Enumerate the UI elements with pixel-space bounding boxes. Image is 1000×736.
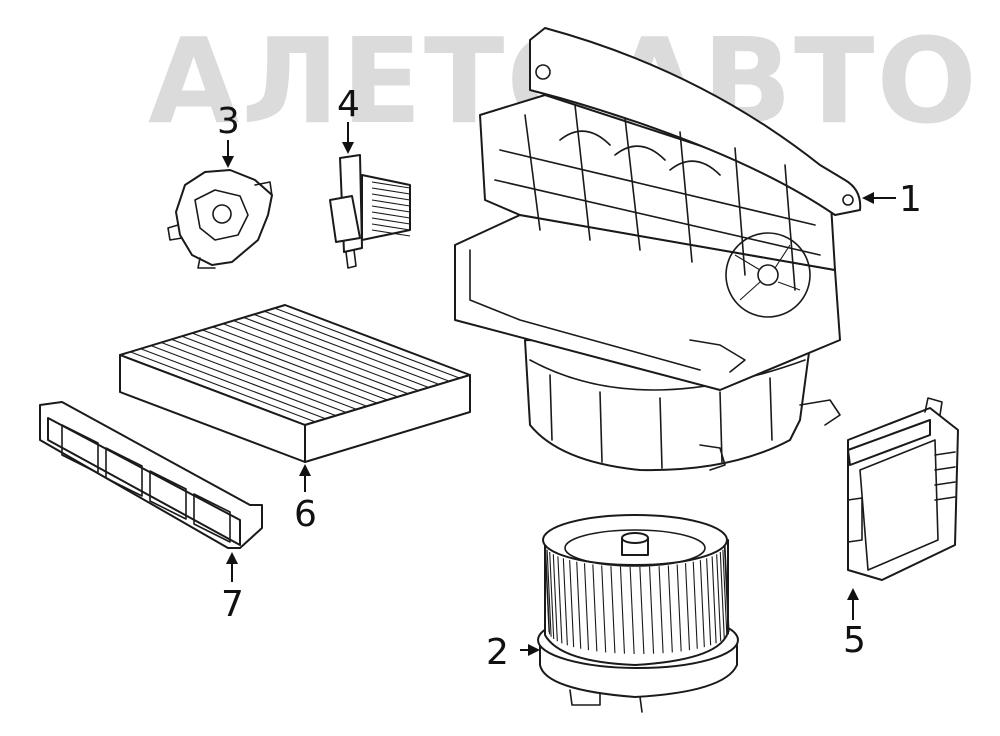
callout-3: 3 [217, 101, 240, 142]
cabin-filter-icon [119, 304, 471, 463]
blower-housing-icon [454, 27, 862, 472]
callout-2: 2 [486, 632, 509, 673]
callout-6: 6 [294, 494, 317, 535]
callout-7: 7 [221, 584, 244, 625]
filter-cover-icon [39, 401, 263, 549]
resistor-icon [329, 154, 411, 269]
actuator-icon [167, 169, 273, 269]
callout-arrows [222, 122, 896, 656]
callout-4: 4 [337, 84, 360, 125]
blower-motor-fan-icon [537, 514, 739, 713]
control-module-icon [847, 397, 959, 581]
callout-5: 5 [843, 620, 866, 661]
callout-1: 1 [899, 179, 922, 220]
